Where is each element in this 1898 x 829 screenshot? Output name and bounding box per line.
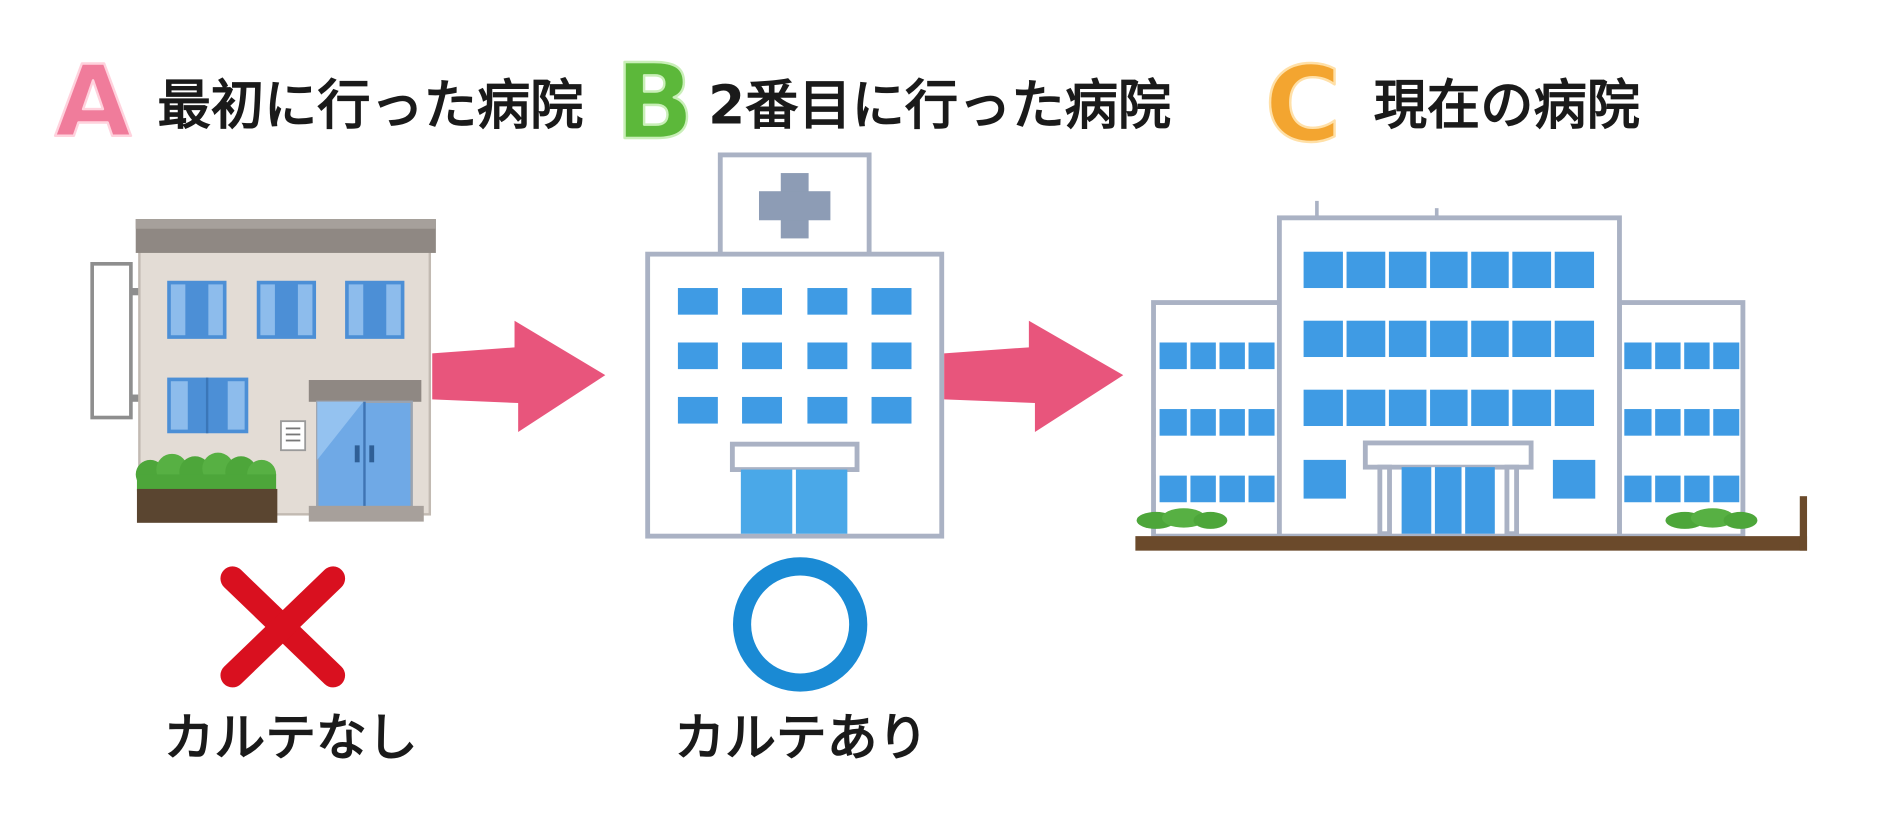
clinic-building-a bbox=[90, 219, 436, 523]
window bbox=[742, 396, 782, 424]
window bbox=[871, 288, 912, 315]
heading-b: B 2番目に行った病院 bbox=[614, 40, 1171, 164]
window bbox=[1303, 459, 1346, 499]
planter bbox=[136, 488, 278, 523]
window bbox=[677, 396, 718, 424]
window bbox=[677, 288, 718, 315]
signboard-bracket bbox=[129, 394, 142, 402]
heading-c: C 現在の病院 bbox=[1264, 42, 1640, 166]
medical-cross-icon bbox=[758, 173, 831, 239]
cross-stroke bbox=[220, 566, 346, 688]
heading-a: A 最初に行った病院 bbox=[53, 43, 584, 160]
entrance-door bbox=[316, 400, 413, 509]
shrub bbox=[135, 452, 277, 492]
right-wing bbox=[1617, 300, 1746, 539]
left-wing bbox=[1151, 300, 1282, 539]
entrance-canopy bbox=[1362, 440, 1534, 470]
entrance-step bbox=[308, 505, 424, 522]
entrance-pillar bbox=[1504, 464, 1520, 537]
window bbox=[807, 396, 848, 424]
window-strip bbox=[1303, 251, 1595, 289]
signboard-bracket bbox=[129, 288, 142, 296]
roof-edge bbox=[135, 219, 436, 229]
circle-mark-icon bbox=[732, 557, 868, 692]
letter-c: C bbox=[1265, 43, 1341, 165]
entrance-door bbox=[740, 469, 848, 534]
hospital-building-c bbox=[1135, 200, 1808, 551]
heading-a-label: 最初に行った病院 bbox=[158, 74, 584, 136]
shrub bbox=[1136, 508, 1228, 529]
signboard bbox=[90, 262, 133, 420]
window bbox=[871, 342, 912, 370]
door-awning bbox=[308, 380, 422, 402]
window bbox=[742, 288, 782, 315]
record-status-a: カルテなし bbox=[164, 708, 418, 767]
window bbox=[1552, 459, 1596, 499]
shrub bbox=[1665, 508, 1758, 529]
window bbox=[345, 280, 405, 339]
hospital-building-b bbox=[645, 152, 945, 539]
letter-a: A bbox=[55, 45, 132, 160]
entrance-canopy bbox=[729, 441, 860, 472]
window bbox=[871, 396, 912, 424]
entrance-pillar bbox=[1377, 464, 1392, 537]
ground bbox=[1135, 496, 1808, 551]
window bbox=[807, 288, 848, 315]
arrow-right-icon bbox=[944, 320, 1124, 433]
window bbox=[167, 280, 227, 339]
letter-b: B bbox=[615, 41, 694, 163]
window bbox=[807, 342, 848, 370]
window-strip bbox=[1303, 389, 1595, 426]
record-status-b: カルテあり bbox=[674, 708, 928, 767]
window bbox=[256, 280, 317, 339]
heading-b-label: 2番目に行った病院 bbox=[708, 74, 1171, 136]
entrance-door bbox=[1401, 467, 1495, 534]
window-strip bbox=[1303, 320, 1595, 358]
cross-mark-icon bbox=[220, 566, 346, 688]
notice-paper bbox=[280, 420, 307, 452]
arrow-right-icon bbox=[432, 320, 606, 433]
main-tower bbox=[1276, 215, 1622, 539]
window bbox=[742, 342, 782, 370]
window-dividers bbox=[1301, 249, 1597, 429]
window bbox=[167, 377, 249, 434]
heading-c-label: 現在の病院 bbox=[1374, 74, 1640, 136]
window bbox=[677, 342, 718, 370]
